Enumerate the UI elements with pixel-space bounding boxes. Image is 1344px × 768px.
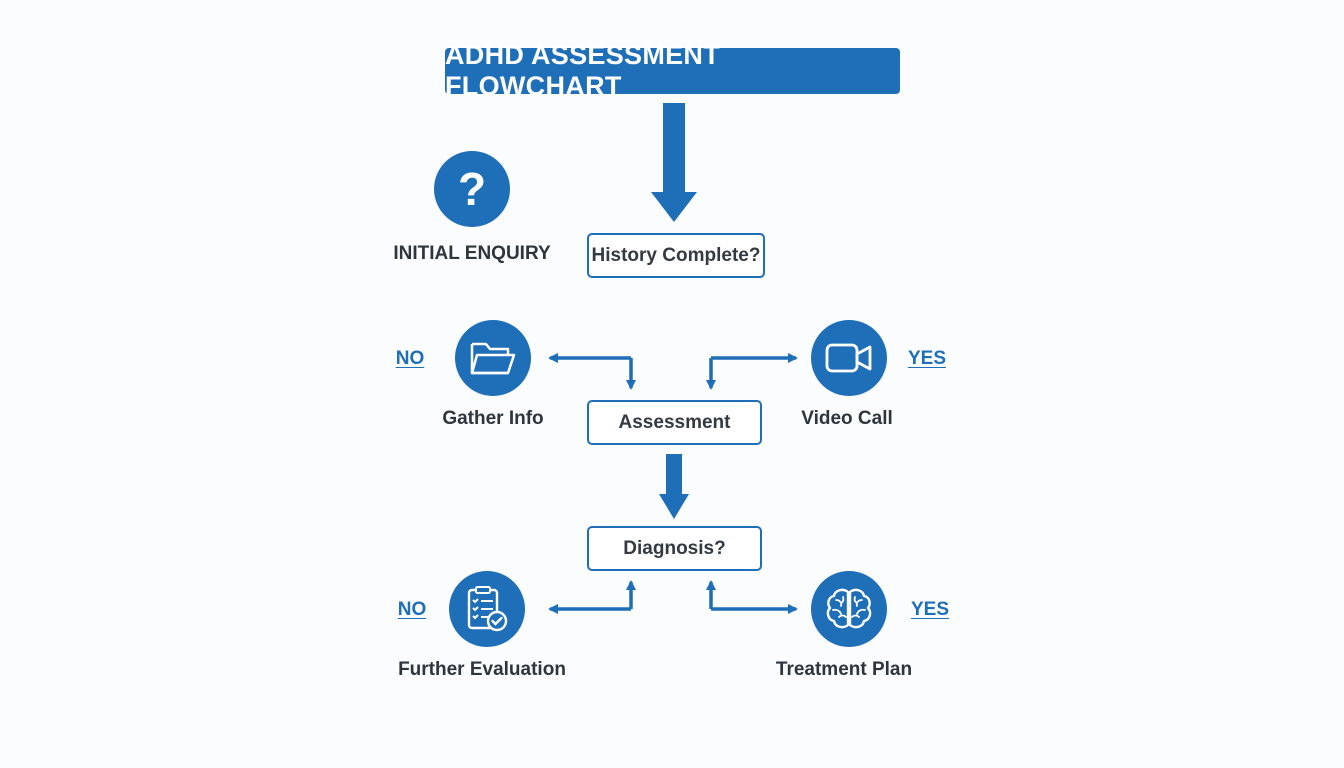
connector-history-yes xyxy=(706,353,798,390)
step-further-evaluation xyxy=(449,571,525,647)
step-initial-enquiry: ? xyxy=(434,151,510,227)
step-video-call xyxy=(811,320,887,396)
label-video-call: Video Call xyxy=(801,408,893,429)
question-mark-icon: ? xyxy=(457,163,487,215)
folder-icon xyxy=(470,342,516,375)
flowchart-title: ADHD ASSESSMENT FLOWCHART xyxy=(445,40,900,101)
video-camera-icon xyxy=(825,343,872,373)
node-diagnosis: Diagnosis? xyxy=(587,526,762,571)
brain-icon xyxy=(826,588,872,629)
connector-diagnosis-yes xyxy=(706,580,798,614)
branch-label-history-yes: YES xyxy=(907,348,947,369)
step-treatment-plan xyxy=(811,571,887,647)
label-initial-enquiry: INITIAL ENQUIRY xyxy=(393,243,551,264)
connector-history-no xyxy=(548,353,636,390)
step-gather-info xyxy=(455,320,531,396)
label-gather-info: Gather Info xyxy=(442,408,544,429)
branch-label-diagnosis-no: NO xyxy=(397,599,427,620)
clipboard-check-icon xyxy=(467,586,508,632)
label-further-evaluation: Further Evaluation xyxy=(398,659,566,680)
arrow-title-to-history xyxy=(651,103,697,222)
arrow-assessment-to-diagnosis xyxy=(659,454,689,519)
connector-diagnosis-no xyxy=(548,580,636,614)
node-history-complete: History Complete? xyxy=(587,233,765,278)
branch-label-history-no: NO xyxy=(395,348,425,369)
node-assessment: Assessment xyxy=(587,400,762,445)
label-treatment-plan: Treatment Plan xyxy=(775,659,913,680)
branch-label-diagnosis-yes: YES xyxy=(910,599,950,620)
